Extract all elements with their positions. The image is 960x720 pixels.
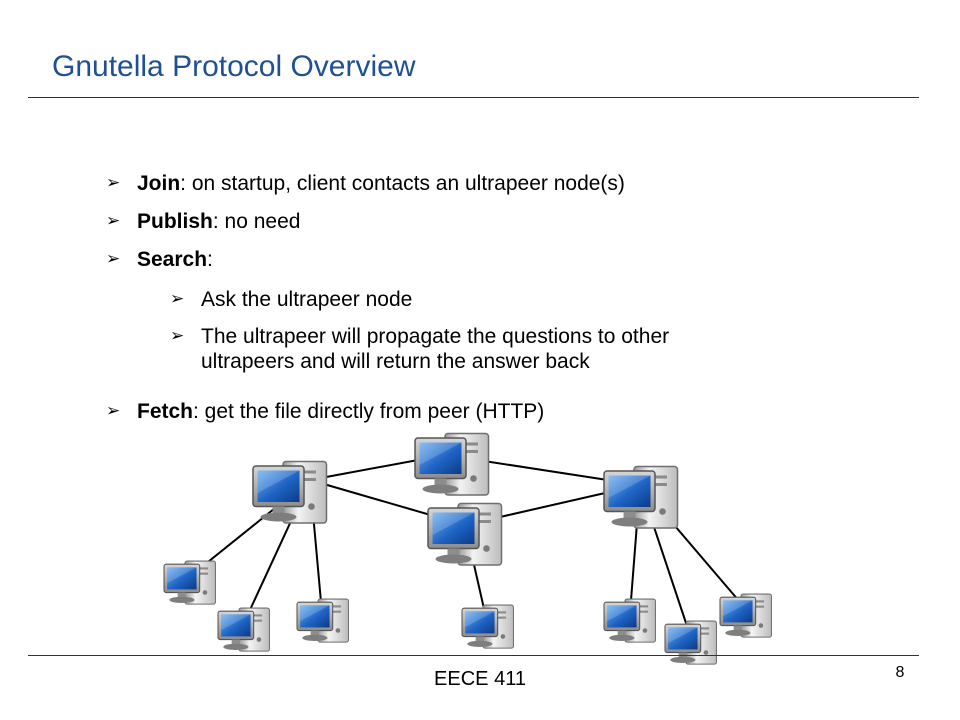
slide-title: Gnutella Protocol Overview (52, 50, 416, 83)
bullet-arrow-icon: ➢ (106, 211, 121, 231)
bullet-term: Search (137, 248, 208, 271)
bullet-arrow-icon: ➢ (106, 249, 121, 269)
bullet-text: : on startup, client contacts an ultrape… (180, 172, 625, 195)
leaf-computer-icon (296, 598, 349, 643)
bullet-text: : no need (212, 210, 301, 233)
leaf-computer-icon (163, 560, 216, 605)
title-divider (28, 97, 919, 98)
bullet-term: Fetch (137, 400, 194, 423)
ultrapeer-computer-icon (427, 502, 503, 566)
leaf-nodes (163, 560, 772, 665)
leaf-computer-icon (217, 607, 270, 652)
bullet-arrow-icon: ➢ (170, 326, 185, 346)
bullet-text: : (207, 248, 213, 271)
bullet-text: Ask the ultrapeer node (201, 288, 413, 311)
bullet-arrow-icon: ➢ (170, 289, 185, 309)
bullet-list: ➢ Join: on startup, client contacts an u… (106, 171, 670, 424)
bullet-join: ➢ Join: on startup, client contacts an u… (106, 171, 625, 196)
sub-bullet-ask: ➢ Ask the ultrapeer node (170, 287, 413, 312)
bullet-text-line-2: ultrapeers and will return the answer ba… (201, 350, 590, 373)
bullet-arrow-icon: ➢ (106, 401, 121, 421)
page-number: 8 (895, 664, 905, 681)
bullet-arrow-icon: ➢ (106, 173, 121, 193)
leaf-computer-icon (664, 620, 717, 665)
bullet-text-line-1: The ultrapeer will propagate the questio… (201, 325, 670, 348)
bullet-text: : get the file directly from peer (HTTP) (193, 400, 545, 423)
footer-divider (28, 655, 919, 656)
leaf-computer-icon (461, 604, 514, 649)
bullet-fetch: ➢ Fetch: get the file directly from peer… (106, 399, 545, 424)
footer-course-label: EECE 411 (434, 668, 526, 690)
ultrapeer-computer-icon (414, 432, 490, 496)
ultrapeer-computer-icon (252, 460, 328, 524)
bullet-term: Join (137, 172, 181, 195)
leaf-computer-icon (719, 593, 772, 638)
sub-bullet-propagate: ➢ The ultrapeer will propagate the quest… (170, 324, 670, 374)
bullet-search: ➢ Search: (106, 247, 213, 272)
bullet-term: Publish (137, 210, 213, 233)
bullet-publish: ➢ Publish: no need (106, 209, 301, 234)
ultrapeer-computer-icon (603, 465, 679, 529)
leaf-computer-icon (603, 598, 656, 643)
